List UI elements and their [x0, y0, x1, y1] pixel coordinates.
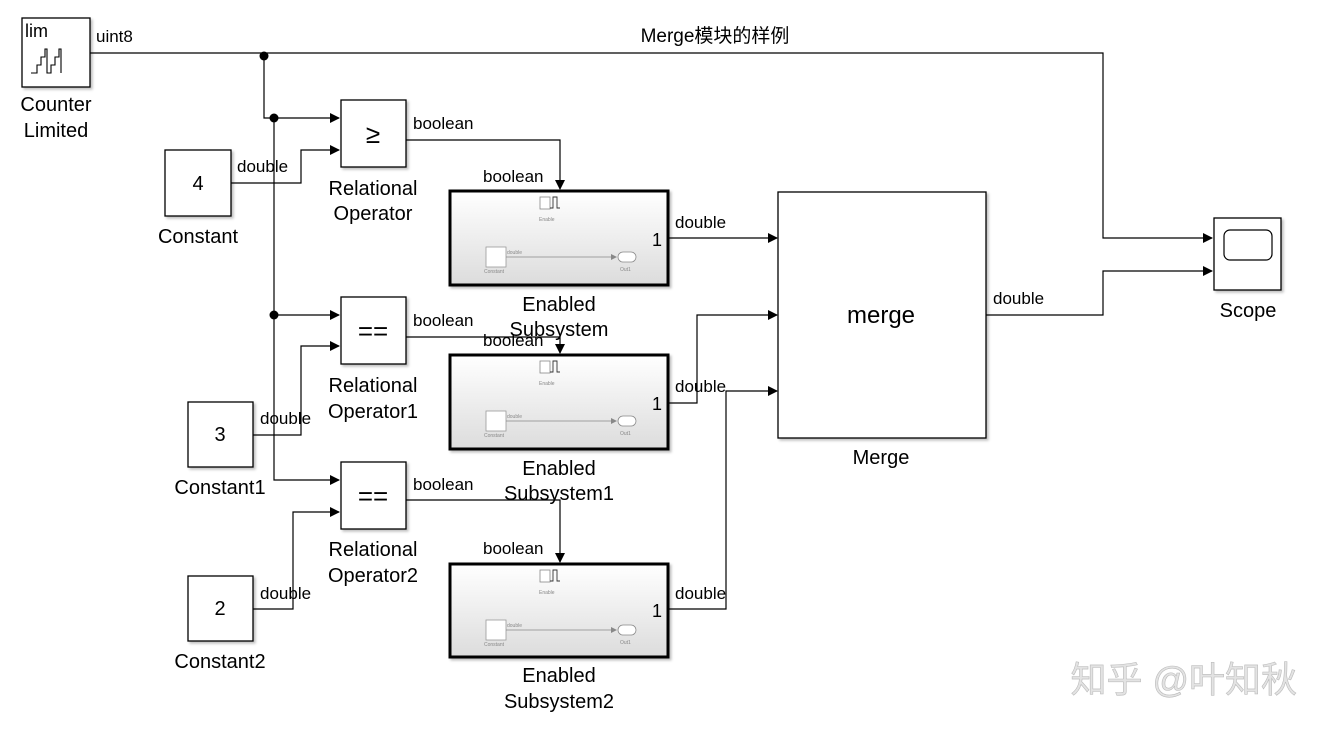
block-label: Operator [334, 203, 413, 225]
block-label: Merge [853, 447, 910, 469]
scope-block[interactable] [1213, 217, 1282, 291]
block-label: Subsystem2 [504, 691, 614, 713]
inner-label: double [507, 250, 522, 256]
inner-label: double [507, 414, 522, 420]
constant-block[interactable]: 4 [164, 149, 232, 217]
signal-label: boolean [413, 114, 474, 133]
block-label: Operator1 [328, 401, 418, 423]
constant1-block[interactable]: 3 [187, 401, 254, 468]
relational-operator1-block[interactable]: == [340, 296, 407, 365]
signal-lines [90, 51, 1213, 610]
signal-label: double [675, 377, 726, 396]
enabled-subsystem1-block[interactable]: Enable double Constant Out1 1 [448, 353, 670, 451]
block-label: Constant2 [174, 651, 265, 673]
block-label: Enabled [522, 294, 595, 316]
inner-label: Out1 [620, 640, 631, 646]
constant-value: 4 [192, 173, 203, 195]
constant2-block[interactable]: 2 [187, 575, 254, 642]
merge-block[interactable]: merge [777, 191, 987, 439]
signal-label: boolean [483, 331, 544, 350]
signal-label: boolean [483, 167, 544, 186]
operator-symbol: ≥ [366, 119, 380, 149]
signal-label: double [675, 584, 726, 603]
relational-operator-block[interactable]: ≥ [340, 99, 407, 168]
block-label: Counter [20, 94, 91, 116]
inner-label: double [507, 623, 522, 629]
block-label: Constant [158, 226, 238, 248]
block-label: Enabled [522, 665, 595, 687]
block-label: Relational [329, 539, 418, 561]
enabled-subsystem2-block[interactable]: Enable double Constant Out1 1 [448, 562, 670, 659]
inner-label: Out1 [620, 431, 631, 437]
inner-label: Enable [539, 381, 555, 387]
enabled-subsystem-block[interactable]: Enable double Constant Out1 1 [448, 189, 670, 287]
operator-symbol: == [358, 481, 388, 511]
block-label: Relational [329, 178, 418, 200]
inner-label: Constant [484, 433, 505, 439]
port-number: 1 [652, 230, 662, 250]
signal-label: double [260, 409, 311, 428]
signal-label: boolean [413, 311, 474, 330]
signal-label: boolean [413, 475, 474, 494]
signal-label: double [237, 157, 288, 176]
inner-label: Constant [484, 269, 505, 275]
inner-label: Constant [484, 642, 505, 648]
constant-value: 2 [214, 598, 225, 620]
block-label: Subsystem1 [504, 483, 614, 505]
signal-label: boolean [483, 539, 544, 558]
merge-icon-text: merge [847, 302, 915, 329]
block-label: Operator2 [328, 565, 418, 587]
inner-label: Enable [539, 590, 555, 596]
inner-label: Out1 [620, 267, 631, 273]
staircase-icon [31, 48, 62, 74]
counter-icon-text: lim [25, 21, 48, 41]
signal-label: double [675, 213, 726, 232]
signal-label: uint8 [96, 27, 133, 46]
inner-label: Enable [539, 217, 555, 223]
constant-value: 3 [214, 424, 225, 446]
operator-symbol: == [358, 316, 388, 346]
scope-screen-icon [1223, 229, 1273, 261]
block-label: Subsystem [510, 319, 609, 341]
block-label: Scope [1220, 300, 1277, 322]
block-label: Constant1 [174, 477, 265, 499]
signal-label: double [993, 289, 1044, 308]
port-number: 1 [652, 394, 662, 414]
relational-operator2-block[interactable]: == [340, 461, 407, 530]
port-number: 1 [652, 601, 662, 621]
block-label: Relational [329, 375, 418, 397]
signal-label: double [260, 584, 311, 603]
watermark: 知乎 @叶知秋 [1070, 659, 1297, 700]
diagram-title: Merge模块的样例 [641, 25, 790, 47]
counter-limited-block[interactable]: lim [21, 17, 91, 88]
block-label: Enabled [522, 458, 595, 480]
block-label: Limited [24, 120, 88, 142]
